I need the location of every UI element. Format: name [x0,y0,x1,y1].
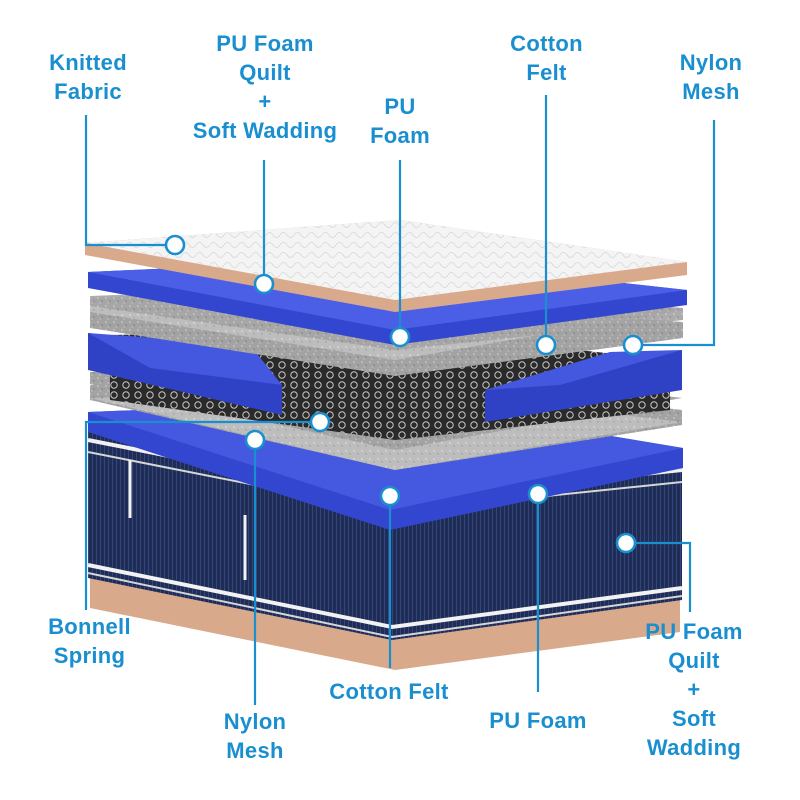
label-line: PU Foam [216,31,314,56]
label-line: Quilt [239,60,291,85]
label-line: Fabric [54,79,122,104]
top-knitted-quilt [85,220,687,312]
marker-pu-foam-quilt-top [253,273,275,295]
label-nylon-mesh-bottom: Nylon Mesh [200,707,310,765]
label-pu-foam-top: PU Foam [350,92,450,150]
label-line: Mesh [226,738,284,763]
marker-knitted-fabric [164,234,186,256]
label-line: Nylon [679,50,743,75]
marker-bonnell-spring [309,411,331,433]
label-line: Felt [526,60,567,85]
label-line: + [258,89,272,114]
marker-cotton-felt-top [535,334,557,356]
label-line: PU Foam [489,708,587,733]
label-cotton-felt-bottom: Cotton Felt [308,677,470,706]
label-line: PU [384,94,416,119]
label-knitted-fabric: Knitted Fabric [28,48,148,106]
label-line: Wadding [646,735,742,760]
label-line: Soft Wadding [192,118,338,143]
label-line: Bonnell [48,614,131,639]
label-line: Cotton Felt [329,679,449,704]
leader-lines [84,95,716,705]
label-line: + [687,677,701,702]
label-line: Spring [53,643,126,668]
label-pu-foam-quilt-bottom: PU Foam Quilt + Soft Wadding [630,617,758,762]
marker-nylon-mesh-bottom [244,429,266,451]
label-line: Foam [370,123,430,148]
label-line: Nylon [223,709,287,734]
label-line: Cotton [510,31,583,56]
label-cotton-felt-top: Cotton Felt [494,29,599,87]
marker-pu-foam-quilt-bottom [615,532,637,554]
marker-nylon-mesh-top [622,334,644,356]
label-pu-foam-quilt-top: PU Foam Quilt + Soft Wadding [175,29,355,145]
marker-pu-foam-bottom [527,483,549,505]
label-line: Quilt [668,648,720,673]
label-bonnell-spring: Bonnell Spring [32,612,147,670]
marker-dots [164,234,644,554]
label-pu-foam-bottom: PU Foam [470,706,606,735]
label-line: Mesh [682,79,740,104]
label-line: Knitted [49,50,127,75]
label-line: Soft [672,706,716,731]
marker-pu-foam-top [389,326,411,348]
label-nylon-mesh-top: Nylon Mesh [656,48,766,106]
label-line: PU Foam [645,619,743,644]
marker-cotton-felt-bottom [379,485,401,507]
